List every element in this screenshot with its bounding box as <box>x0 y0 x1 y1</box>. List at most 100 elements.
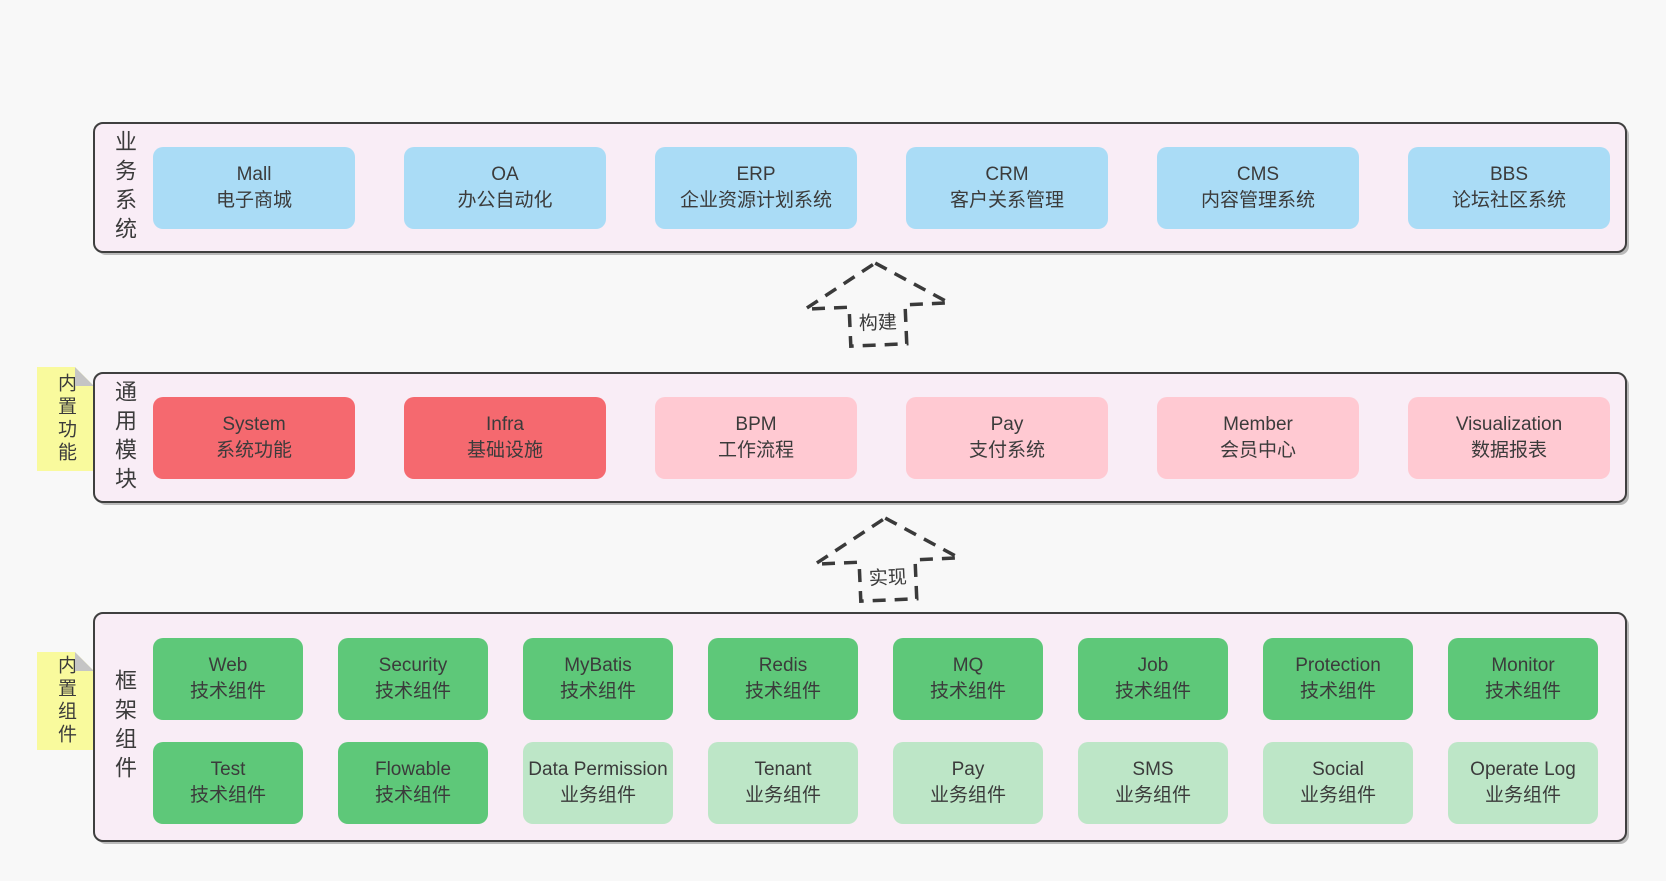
box-pay: Pay 支付系统 <box>906 396 1108 479</box>
box-mall: Mall 电子商城 <box>153 146 355 229</box>
box-infra: Infra 基础设施 <box>404 396 606 479</box>
box-subtitle: 业务组件 <box>1484 785 1561 806</box>
box-subtitle: 会员中心 <box>1219 439 1296 461</box>
box-title: Mall <box>236 163 272 185</box>
box-protection: Protection 技术组件 <box>1263 638 1413 720</box>
box-subtitle: 业务组件 <box>744 785 821 806</box>
block-arrow-up-icon <box>810 516 964 604</box>
arrow-build-icon: 构建 <box>800 257 954 351</box>
box-title: BBS <box>1489 163 1529 185</box>
arrow-build-label: 构建 <box>855 307 901 336</box>
box-cms: CMS 内容管理系统 <box>1157 146 1359 229</box>
box-subtitle: 客户关系管理 <box>949 189 1064 211</box>
box-title: CRM <box>985 163 1029 185</box>
box-operate-log: Operate Log 业务组件 <box>1448 742 1598 824</box>
box-redis: Redis 技术组件 <box>708 638 858 720</box>
box-title: Operate Log <box>1470 759 1576 780</box>
box-bbs: BBS 论坛社区系统 <box>1408 146 1610 229</box>
arrow-implement-label: 实现 <box>865 562 911 591</box>
box-title: ERP <box>736 163 776 185</box>
box-subtitle: 办公自动化 <box>457 189 553 211</box>
block-arrow-up-icon <box>800 261 954 349</box>
folded-corner-icon <box>75 367 94 386</box>
box-title: Pay <box>990 413 1024 435</box>
layer-framework-label: 框架组件 <box>112 669 137 785</box>
box-title: Test <box>210 759 246 780</box>
box-title: Flowable <box>374 759 452 780</box>
box-subtitle: 业务组件 <box>929 785 1006 806</box>
box-subtitle: 业务组件 <box>559 785 636 806</box>
box-title: Member <box>1223 413 1293 435</box>
box-member: Member 会员中心 <box>1157 396 1359 479</box>
box-title: Infra <box>485 413 525 435</box>
box-subtitle: 技术组件 <box>929 681 1006 702</box>
box-subtitle: 论坛社区系统 <box>1451 189 1566 211</box>
box-subtitle: 技术组件 <box>189 785 266 806</box>
box-subtitle: 数据报表 <box>1470 439 1547 461</box>
box-title: Security <box>378 655 448 676</box>
box-title: Social <box>1312 759 1364 780</box>
box-subtitle: 基础设施 <box>466 439 543 461</box>
box-subtitle: 技术组件 <box>1114 681 1191 702</box>
box-test: Test 技术组件 <box>153 742 303 824</box>
box-security: Security 技术组件 <box>338 638 488 720</box>
box-subtitle: 系统功能 <box>215 439 292 461</box>
box-subtitle: 技术组件 <box>1299 681 1376 702</box>
box-title: Web <box>208 655 248 676</box>
box-title: Monitor <box>1491 655 1555 676</box>
box-subtitle: 企业资源计划系统 <box>679 189 832 211</box>
box-subtitle: 技术组件 <box>374 681 451 702</box>
box-subtitle: 技术组件 <box>1484 681 1561 702</box>
box-title: System <box>222 413 286 435</box>
box-visualization: Visualization 数据报表 <box>1408 396 1610 479</box>
box-title: Protection <box>1295 655 1381 676</box>
box-title: Visualization <box>1455 413 1563 435</box>
arrow-implement-icon: 实现 <box>810 512 964 606</box>
box-social: Social 业务组件 <box>1263 742 1413 824</box>
box-subtitle: 业务组件 <box>1114 785 1191 806</box>
box-oa: OA 办公自动化 <box>404 146 606 229</box>
box-flowable: Flowable 技术组件 <box>338 742 488 824</box>
box-crm: CRM 客户关系管理 <box>906 146 1108 229</box>
box-title: Pay <box>951 759 985 780</box>
box-mq: MQ 技术组件 <box>893 638 1043 720</box>
box-title: MQ <box>952 655 984 676</box>
box-subtitle: 电子商城 <box>215 189 292 211</box>
box-title: Job <box>1137 655 1169 676</box>
box-title: CMS <box>1236 163 1280 185</box>
box-subtitle: 技术组件 <box>559 681 636 702</box>
box-subtitle: 技术组件 <box>744 681 821 702</box>
box-title: Redis <box>758 655 808 676</box>
sticky-note-built-in-components: 内置组件 <box>37 652 94 750</box>
box-title: BPM <box>735 413 777 435</box>
sticky-note-text: 内置功能 <box>55 373 76 465</box>
sticky-note-built-in-features: 内置功能 <box>37 367 94 471</box>
box-title: Tenant <box>754 759 812 780</box>
box-subtitle: 内容管理系统 <box>1200 189 1315 211</box>
box-pay: Pay 业务组件 <box>893 742 1043 824</box>
folded-corner-icon <box>75 652 94 671</box>
sticky-note-text: 内置组件 <box>55 655 76 747</box>
layer-modules-label: 通用模块 <box>112 379 137 496</box>
box-subtitle: 技术组件 <box>189 681 266 702</box>
box-title: SMS <box>1132 759 1174 780</box>
box-subtitle: 技术组件 <box>374 785 451 806</box>
box-tenant: Tenant 业务组件 <box>708 742 858 824</box>
box-title: OA <box>491 163 519 185</box>
box-erp: ERP 企业资源计划系统 <box>655 146 857 229</box>
layer-business-systems: 业务系统 Mall 电子商城 OA 办公自动化 ERP 企业资源计划系统 CRM 客户关系管理… <box>93 122 1627 253</box>
box-subtitle: 业务组件 <box>1299 785 1376 806</box>
box-monitor: Monitor 技术组件 <box>1448 638 1598 720</box>
box-subtitle: 支付系统 <box>968 439 1045 461</box>
box-job: Job 技术组件 <box>1078 638 1228 720</box>
layer-business-label: 业务系统 <box>112 129 137 246</box>
